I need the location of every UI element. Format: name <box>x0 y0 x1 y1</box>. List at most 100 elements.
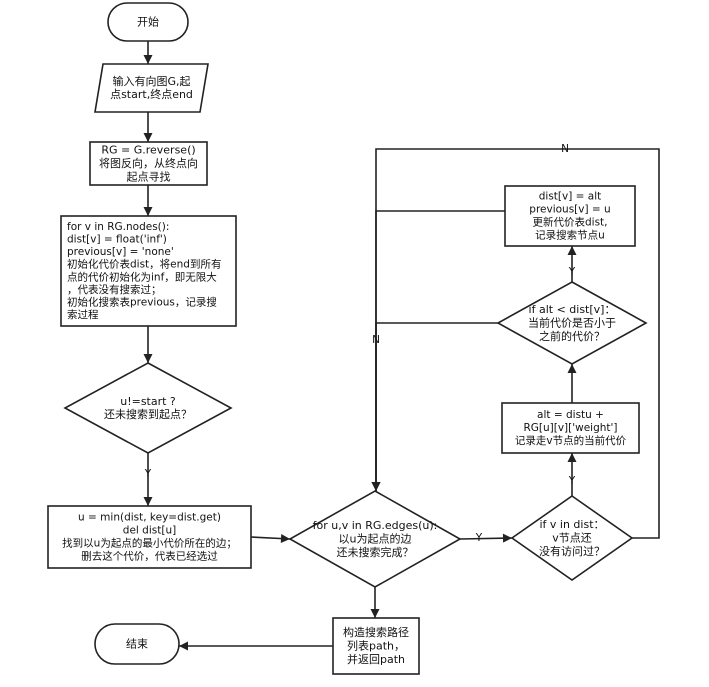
node-shape <box>510 495 634 581</box>
node-text-line: 起点寻找 <box>127 169 171 183</box>
node-text-line: 记录走v节点的当前代价 <box>515 434 627 447</box>
node-text: if v in dist：v节点还没有访问过？ <box>539 518 605 558</box>
node-text-line: previous[v] = u <box>529 204 610 216</box>
edge-input-to-reverse <box>143 112 153 142</box>
edge-init-to-check <box>143 326 153 363</box>
node-text-line: 列表path， <box>347 639 405 653</box>
node-text: 开始 <box>137 15 159 29</box>
node-text-line: RG[u][v]['weight'] <box>523 422 617 434</box>
node-text-line: for v in RG.nodes(): <box>67 221 169 233</box>
node-input: 输入有向图G,起点start,终点end <box>94 63 209 113</box>
node-shape <box>504 185 636 247</box>
node-build-path: 构造搜索路径列表path，并返回path <box>332 617 420 675</box>
edge-label-indist-yes: Y <box>568 475 576 487</box>
node-text-line: 初始化搜索表previous，记录搜 <box>67 296 217 309</box>
node-text-line: previous[v] = 'none' <box>67 246 174 258</box>
edge-reverse-to-init <box>143 185 153 216</box>
edge-altcheck-to-update <box>567 246 577 282</box>
edge-indist-no-to-loop <box>371 148 660 539</box>
edge-label-indist-no: N <box>561 143 569 155</box>
node-text-line: RG = G.reverse() <box>101 144 195 157</box>
arrow-head <box>370 609 380 618</box>
node-text-line: 点start,终点end <box>110 87 193 101</box>
arrow-head <box>143 133 153 142</box>
node-edge-loop: for u,v in RG.edges(u):以u为起点的边还未搜索完成？ <box>288 490 462 588</box>
arrow-head <box>143 207 153 216</box>
node-in-dist: if v in dist：v节点还没有访问过？ <box>510 495 634 581</box>
node-end: 结束 <box>94 623 180 665</box>
node-shape <box>332 617 420 675</box>
node-text: 构造搜索路径列表path，并返回path <box>343 625 409 666</box>
node-text-line: 索过程 <box>67 308 99 321</box>
node-shape <box>89 141 208 186</box>
edge-altcheck-no-to-loop <box>371 322 498 491</box>
node-shape <box>501 402 640 454</box>
edge-label-alt-no: N <box>372 334 380 346</box>
edge-label-check-yes: Y <box>144 468 152 480</box>
arrow-head <box>567 364 577 373</box>
node-text-line: 将图反向，从终点向 <box>99 156 198 170</box>
edge-label-alt-yes: Y <box>568 266 576 278</box>
node-text-line: del dist[u] <box>123 525 176 537</box>
edge-update-back-to-loop <box>371 210 505 491</box>
edge-line <box>375 210 505 491</box>
arrow-head <box>143 497 153 506</box>
node-text-line: 找到以u为起点的最小代价所在的边； <box>62 536 237 549</box>
edge-layer <box>143 41 660 651</box>
node-text-line: 构造搜索路径 <box>343 625 409 639</box>
node-text-line: for u,v in RG.edges(u): <box>313 519 438 532</box>
node-text-line: 开始 <box>137 15 159 29</box>
node-shape <box>63 362 233 454</box>
node-text-line: u = min(dist, key=dist.get) <box>78 512 221 524</box>
arrow-head <box>280 534 290 544</box>
node-text: 结束 <box>126 638 148 651</box>
node-text-line: if v in dist： <box>539 518 604 531</box>
node-shape <box>47 505 252 569</box>
edge-line <box>375 322 498 491</box>
edge-start-to-input <box>143 41 153 64</box>
edge-check-to-pick <box>143 453 153 506</box>
node-shape <box>94 623 180 665</box>
arrow-head <box>143 55 153 64</box>
node-text: 输入有向图G,起点start,终点end <box>110 74 193 101</box>
edge-line <box>375 148 660 539</box>
edge-indist-to-altcalc <box>567 453 577 496</box>
arrow-head <box>502 533 512 543</box>
edge-label-loop-yes: Y <box>475 532 483 544</box>
node-shape <box>107 2 189 42</box>
node-text-line: 还未搜索到起点？ <box>104 407 192 421</box>
edge-altcalc-to-altcheck <box>567 364 577 403</box>
node-text-line: 并返回path <box>347 652 405 666</box>
node-shape <box>60 215 237 327</box>
node-text-line: 删去这个代价，代表已经选过 <box>81 549 218 562</box>
node-text: u = min(dist, key=dist.get)del dist[u]找到… <box>62 512 237 563</box>
node-start: 开始 <box>107 2 189 42</box>
node-alt-check: if alt < dist[v]：当前代价是否小于之前的代价？ <box>496 281 648 365</box>
node-text-line: 初始化代价表dist，将end到所有 <box>67 258 221 271</box>
node-text-line: alt = distu + <box>537 409 604 421</box>
node-text-line: 没有访问过？ <box>539 544 605 558</box>
node-text-line: v节点还 <box>552 532 592 545</box>
node-text-line: 还未搜索完成？ <box>337 545 414 559</box>
node-text-line: u!=start ? <box>120 395 176 408</box>
node-text: for u,v in RG.edges(u):以u为起点的边还未搜索完成？ <box>313 519 438 559</box>
node-text-line: 当前代价是否小于 <box>528 316 616 330</box>
edge-loop-to-indist <box>459 533 513 543</box>
node-check-start: u!=start ?还未搜索到起点？ <box>63 362 233 454</box>
node-text-line: 更新代价表dist, <box>532 215 607 228</box>
node-reverse: RG = G.reverse()将图反向，从终点向起点寻找 <box>89 141 208 186</box>
node-text-line: 记录搜索节点u <box>535 228 605 241</box>
node-text-line: dist[v] = alt <box>539 191 602 203</box>
node-text-line: 点的代价初始化为inf，即无限大 <box>67 270 217 283</box>
node-text-line: dist[v] = float('inf') <box>67 234 167 246</box>
node-text-line: 以u为起点的边 <box>339 532 412 546</box>
node-shape <box>94 63 209 113</box>
node-text: alt = distu +RG[u][v]['weight']记录走v节点的当前… <box>515 409 627 447</box>
node-text: for v in RG.nodes():dist[v] = float('inf… <box>67 221 221 321</box>
edge-label-layer: Y Y Y N Y N <box>144 143 576 544</box>
edge-pick-to-loop <box>250 534 291 544</box>
